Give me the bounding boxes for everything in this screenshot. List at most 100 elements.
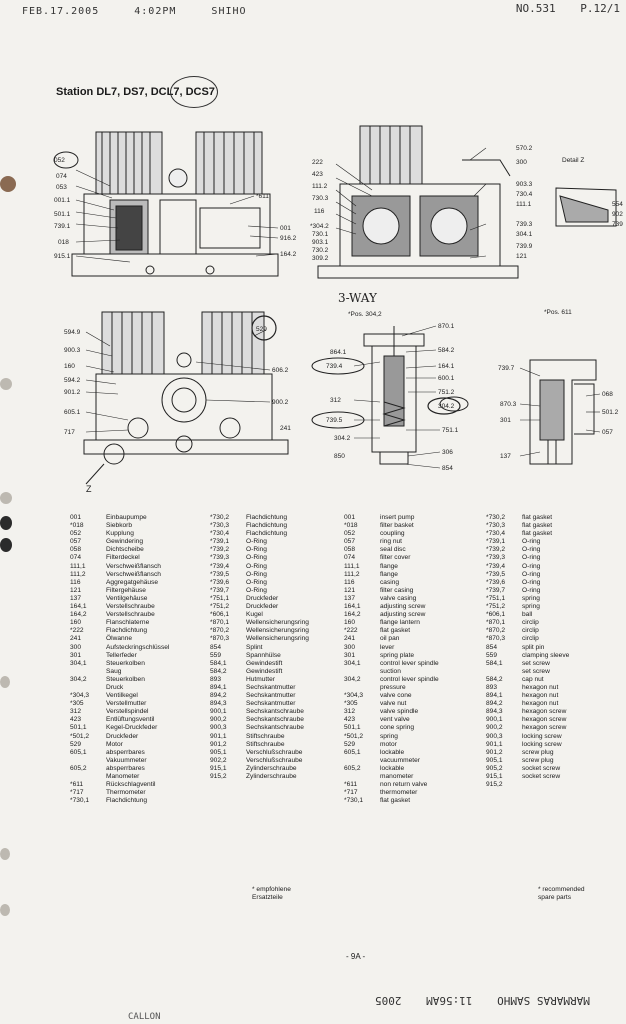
part-name: Verstellspindel bbox=[106, 708, 149, 716]
part-number: *739,5 bbox=[486, 570, 506, 578]
part-number: 605,1 bbox=[344, 748, 361, 756]
punch-hole-icon bbox=[0, 538, 12, 552]
part-number: *305 bbox=[344, 700, 358, 708]
punch-hole-icon bbox=[0, 176, 16, 192]
callout-label: 052 bbox=[54, 157, 65, 164]
part-number: *739,7 bbox=[486, 586, 506, 594]
part-name: vent valve bbox=[380, 716, 410, 724]
part-number: 160 bbox=[344, 619, 356, 627]
callout-label: 605.1 bbox=[64, 409, 81, 416]
part-name: Ventilkegel bbox=[106, 692, 138, 700]
callout-label: 018 bbox=[58, 239, 69, 246]
part-name: flange bbox=[380, 562, 398, 570]
part-name: Filterdeckel bbox=[106, 554, 140, 562]
part-number: 900,1 bbox=[210, 708, 227, 716]
callout-label: 730.4 bbox=[516, 191, 533, 198]
part-number: 905,1 bbox=[210, 748, 227, 756]
pos-3042-label: *Pos. 304,2 bbox=[348, 311, 382, 318]
part-number bbox=[344, 684, 380, 692]
part-name: casing bbox=[380, 578, 400, 586]
document-number: NO.531 P.12/1 bbox=[498, 2, 620, 15]
part-name: Flachdichtung bbox=[106, 797, 148, 805]
part-row: 905,1 Verschlußschraube bbox=[210, 749, 342, 757]
part-row: set screw bbox=[486, 668, 616, 676]
part-number: *304,3 bbox=[70, 692, 90, 700]
part-name: flat gasket bbox=[522, 530, 553, 538]
part-name: Flachdichtung bbox=[246, 514, 288, 521]
callout-label: 916.2 bbox=[280, 235, 297, 242]
part-number: 160 bbox=[70, 619, 82, 627]
part-number: 304,1 bbox=[344, 659, 361, 667]
callout-label: 554 bbox=[612, 201, 623, 208]
part-name: Tellerfeder bbox=[106, 651, 137, 659]
part-name bbox=[522, 781, 616, 789]
note-line: Ersatzteile bbox=[252, 894, 283, 901]
part-name: Verschlußschraube bbox=[246, 748, 303, 756]
part-number: 901,2 bbox=[210, 740, 227, 748]
part-name: Stiftschraube bbox=[246, 732, 285, 740]
part-name: spring bbox=[522, 594, 540, 602]
part-number: *018 bbox=[70, 522, 84, 530]
part-name: coupling bbox=[380, 530, 405, 538]
part-row: Manometer bbox=[70, 773, 210, 781]
punch-hole-icon bbox=[0, 378, 12, 390]
part-number: *018 bbox=[344, 522, 358, 530]
part-name: Saug bbox=[106, 667, 122, 675]
callout-label: 306 bbox=[442, 449, 453, 456]
part-name: Sechskantschraube bbox=[246, 724, 304, 732]
part-number: 074 bbox=[70, 554, 82, 562]
part-name: thermometer bbox=[380, 789, 418, 797]
part-name: Wellensicherungsring bbox=[246, 635, 309, 643]
punch-hole-icon bbox=[0, 492, 12, 504]
part-name: Verschlußschraube bbox=[246, 756, 303, 764]
callout-label: 730.1 bbox=[312, 231, 329, 238]
part-name: filter basket bbox=[380, 522, 414, 530]
callout-label: 584.2 bbox=[438, 347, 455, 354]
callout-label: 074 bbox=[56, 173, 67, 180]
callout-label: 111.2 bbox=[312, 183, 328, 190]
part-number: 854 bbox=[486, 643, 498, 651]
part-row: 052 coupling bbox=[344, 530, 482, 538]
drawing-canvas: 052 074 053 001.1 501.1 739.1 018 915.1 … bbox=[53, 125, 623, 494]
part-number: 052 bbox=[344, 530, 356, 538]
part-number: 300 bbox=[70, 643, 82, 651]
valve-detail-view bbox=[529, 359, 597, 465]
part-name: suction bbox=[380, 667, 401, 675]
part-number: 301 bbox=[70, 651, 82, 659]
part-name: absperrbares bbox=[106, 764, 145, 772]
callout-label: 001.1 bbox=[54, 197, 71, 204]
part-name: Motor bbox=[106, 740, 123, 748]
callout-labels: 052 074 053 001.1 501.1 739.1 018 915.1 … bbox=[54, 145, 623, 494]
part-name: Gewindestift bbox=[246, 667, 283, 675]
part-number: *730,2 bbox=[486, 514, 506, 521]
part-number: *870,1 bbox=[486, 619, 506, 627]
part-number: 241 bbox=[344, 635, 356, 643]
part-name: Druckfeder bbox=[246, 594, 279, 602]
part-name: Kugel bbox=[246, 611, 263, 619]
part-number: 312 bbox=[70, 708, 82, 716]
part-number: 893 bbox=[486, 683, 498, 691]
